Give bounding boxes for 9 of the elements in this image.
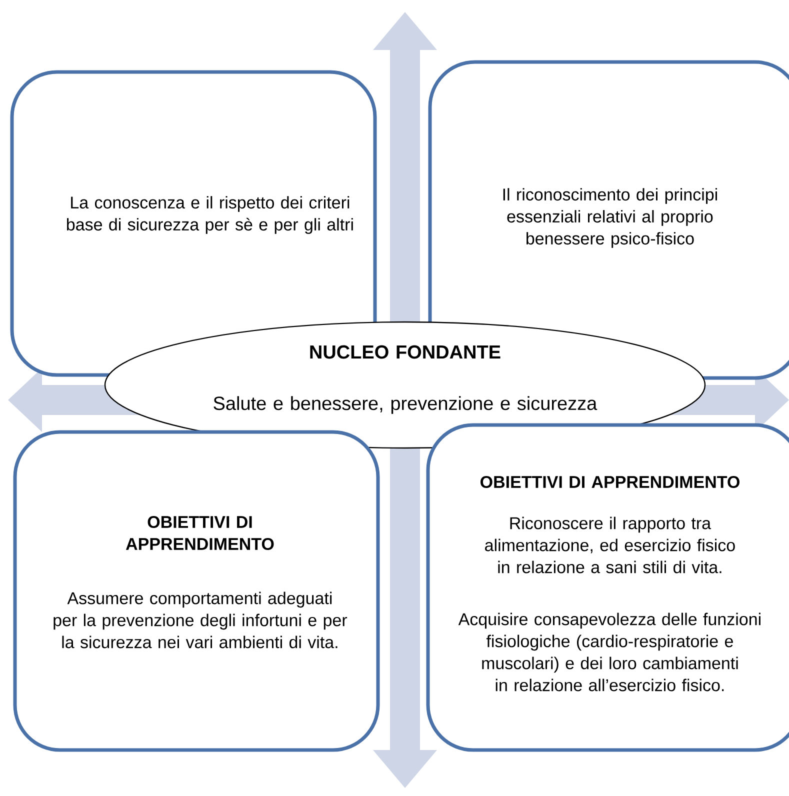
heading: OBIETTIVI DI APPRENDIMENTO <box>126 516 274 550</box>
body-text: Salute e benessere, prevenzione e sicurezza <box>214 396 598 414</box>
body-text: Il riconoscimento dei principi essenziali relativi al proprio benessere psico-fisico <box>503 188 717 248</box>
heading: OBIETTIVI DI APPRENDIMENTO <box>480 476 740 488</box>
heading: NUCLEO FONDANTE <box>310 345 500 359</box>
body-text: Acquisire consapevolezza delle funzioni fisiologiche (cardio-respiratorie e muscolari) e dei loro cambiamenti in relazione all’esercizio fisico. <box>458 612 760 692</box>
body-text: Assumere comportamenti adeguati per la prevenzione degli infortuni e per la sicurezza nei vari ambienti di vita. <box>54 592 348 648</box>
body-text: Riconoscere il rapporto tra alimentazione, ed esercizio fisico in relazione a sani stili di vita. <box>485 516 735 574</box>
body-text: La conoscenza e il rispetto dei criteri base di sicurezza per sè e per gli altri <box>67 196 353 234</box>
